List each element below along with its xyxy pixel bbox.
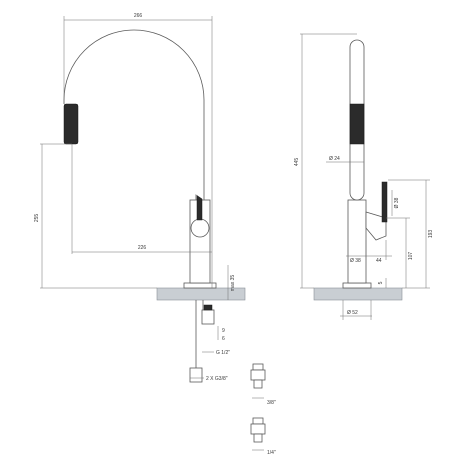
dim-lever-diameter-label: Ø 38 xyxy=(394,197,400,208)
front-hose-fitting xyxy=(189,367,203,383)
dim-height-label: 255 xyxy=(34,214,40,223)
front-view: 266 255 226 max 35 9 6 G 1/2" 2 X G3/8" xyxy=(34,13,246,383)
fitting-upper: 3/8" xyxy=(250,363,276,406)
dim-total-height-label: 445 xyxy=(294,158,300,167)
fitting-lower: 1/4" xyxy=(250,417,276,456)
dim-107-label: 107 xyxy=(408,252,414,261)
side-lever xyxy=(381,181,388,223)
side-countertop xyxy=(313,287,403,301)
dim-thread-a-label: 9 xyxy=(222,328,225,334)
front-escutcheon xyxy=(183,282,217,289)
fitting-lower-label: 1/4" xyxy=(267,450,276,456)
dim-193-label: 193 xyxy=(428,230,434,239)
fitting-upper-label: 3/8" xyxy=(267,400,276,406)
side-spray-head xyxy=(349,103,365,145)
front-connector-cap xyxy=(203,304,213,311)
dim-spout-diameter-label: Ø 24 xyxy=(329,156,340,162)
dim-5-label: 5 xyxy=(378,281,384,284)
fittings: 3/8" 1/4" xyxy=(250,363,276,456)
side-base xyxy=(342,282,372,289)
front-spout-inner xyxy=(63,29,205,200)
dim-reach-label: 226 xyxy=(138,245,147,251)
front-connector xyxy=(201,309,215,325)
connection-label: G 1/2" xyxy=(216,350,230,356)
front-spray-head xyxy=(63,103,79,145)
dim-width-label: 266 xyxy=(134,13,143,19)
front-cartridge xyxy=(190,218,210,238)
side-view: 445 Ø 24 Ø 38 Ø 38 44 107 193 5 Ø 52 xyxy=(294,33,434,320)
dim-max-thickness-label: max 35 xyxy=(230,275,236,292)
dim-lever-offset-label: 44 xyxy=(376,258,382,264)
side-body xyxy=(347,199,367,284)
hoses-label: 2 X G3/8" xyxy=(206,376,228,382)
dim-body-diameter-label: Ø 38 xyxy=(350,258,361,264)
dim-thread-b-label: 6 xyxy=(222,336,225,342)
dim-base-diameter-label: Ø 52 xyxy=(347,310,358,316)
